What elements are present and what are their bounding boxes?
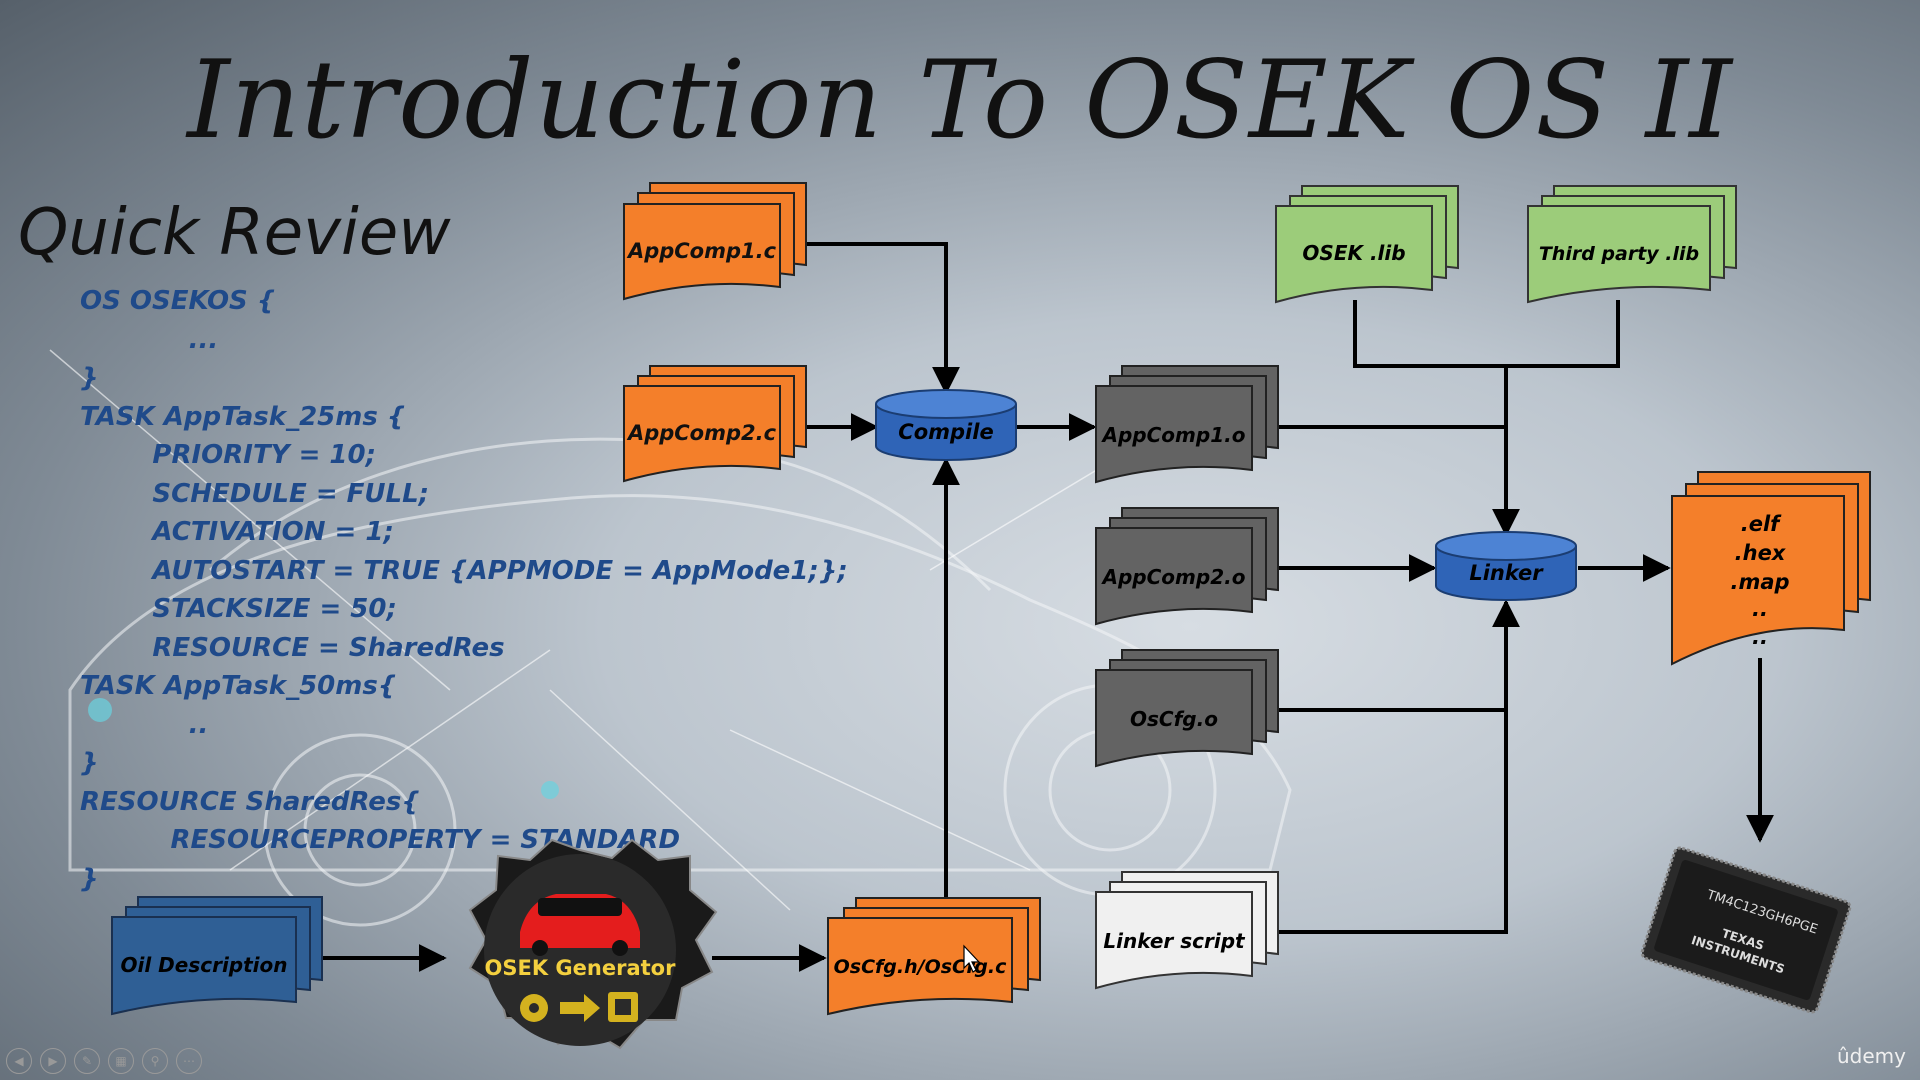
code-line: RESOURCE SharedRes{ — [80, 786, 420, 817]
generator-label: OSEK Generator — [485, 956, 677, 980]
appcomp1o-label: AppComp1.o — [1101, 423, 1246, 447]
arrow-appcomp1c-to-compile — [805, 242, 960, 395]
linker-cylinder: Linker — [1435, 531, 1577, 601]
zoom-icon[interactable]: ⚲ — [142, 1048, 168, 1074]
osek-lib-label: OSEK .lib — [1302, 241, 1405, 265]
slide-subtitle: Quick Review — [18, 196, 451, 270]
third-party-lib-label: Third party .lib — [1539, 243, 1699, 265]
appcomp2c-label: AppComp2.c — [626, 421, 777, 445]
code-line: SCHEDULE = FULL; — [80, 478, 430, 509]
compile-cylinder: Compile — [875, 389, 1017, 461]
linker-script-doc: Linker script — [1095, 871, 1279, 990]
code-line: .. — [80, 709, 209, 740]
code-line: AUTOSTART = TRUE {APPMODE = AppMode1;}; — [80, 555, 848, 586]
oil-description-label: Oil Description — [120, 953, 287, 977]
osek-generator-badge: OSEK Generator — [468, 838, 718, 1050]
arrow-right-icon — [560, 994, 600, 1022]
next-icon[interactable]: ▶ — [40, 1048, 66, 1074]
oscfg-hc-label: OsCfg.h/OsCfg.c — [834, 956, 1007, 978]
appcomp1o-doc: AppComp1.o — [1095, 365, 1279, 484]
code-line: } — [80, 863, 99, 894]
connectors — [322, 242, 1774, 972]
third-party-lib-doc: Third party .lib — [1527, 185, 1737, 304]
appcomp1c-doc: AppComp1.c — [623, 182, 807, 301]
line-osek-lib — [1353, 300, 1620, 368]
prev-icon[interactable]: ◀ — [6, 1048, 32, 1074]
slide-title: Introduction To OSEK OS II — [187, 38, 1733, 163]
grid-icon[interactable]: ▦ — [108, 1048, 134, 1074]
output-hex: .hex — [1735, 541, 1787, 565]
code-line: OS OSEKOS { — [80, 286, 276, 316]
compile-label: Compile — [898, 420, 993, 444]
mouse-cursor-icon — [963, 944, 981, 973]
output-elf: .elf — [1741, 512, 1782, 536]
pen-icon[interactable]: ✎ — [74, 1048, 100, 1074]
udemy-watermark: ûdemy — [1837, 1044, 1906, 1068]
code-line: ... — [80, 324, 219, 355]
oscfg-hc-doc: OsCfg.h/OsCfg.c — [827, 897, 1041, 1016]
appcomp2o-label: AppComp2.o — [1101, 565, 1246, 589]
arrow-linkerscript-to-linker — [1278, 599, 1520, 934]
code-line: ACTIVATION = 1; — [80, 517, 394, 547]
output-ellipsis-1: .. — [1752, 597, 1768, 621]
oil-description-doc: Oil Description — [111, 896, 323, 1016]
appcomp2o-doc: AppComp2.o — [1095, 507, 1279, 626]
gear-icon — [520, 994, 548, 1022]
output-map: .map — [1730, 570, 1789, 594]
oscfgo-label: OsCfg.o — [1130, 707, 1218, 731]
code-line: STACKSIZE = 50; — [80, 594, 397, 624]
more-icon[interactable]: ⋯ — [176, 1048, 202, 1074]
osek-lib-doc: OSEK .lib — [1275, 185, 1459, 304]
appcomp2c-doc: AppComp2.c — [623, 365, 807, 483]
outputs-doc: .elf .hex .map .. .. — [1671, 471, 1871, 666]
code-line: } — [80, 748, 99, 778]
code-line: TASK AppTask_50ms{ — [80, 671, 397, 701]
output-ellipsis-2: .. — [1752, 625, 1768, 649]
oscfgo-doc: OsCfg.o — [1095, 649, 1279, 768]
appcomp1c-label: AppComp1.c — [626, 239, 777, 263]
car-icon — [520, 894, 640, 956]
code-line: TASK AppTask_25ms { — [80, 401, 406, 432]
player-controls[interactable]: ◀ ▶ ✎ ▦ ⚲ ⋯ — [6, 1048, 202, 1074]
linker-script-label: Linker script — [1103, 929, 1246, 953]
code-line: PRIORITY = 10; — [80, 440, 376, 470]
code-line: RESOURCE = SharedRes — [80, 632, 505, 663]
linker-label: Linker — [1469, 561, 1544, 585]
chip-icon — [608, 992, 638, 1022]
microcontroller-chip: TM4C123GH6PGE TEXAS INSTRUMENTS — [1640, 846, 1852, 1014]
code-line: } — [80, 363, 99, 393]
